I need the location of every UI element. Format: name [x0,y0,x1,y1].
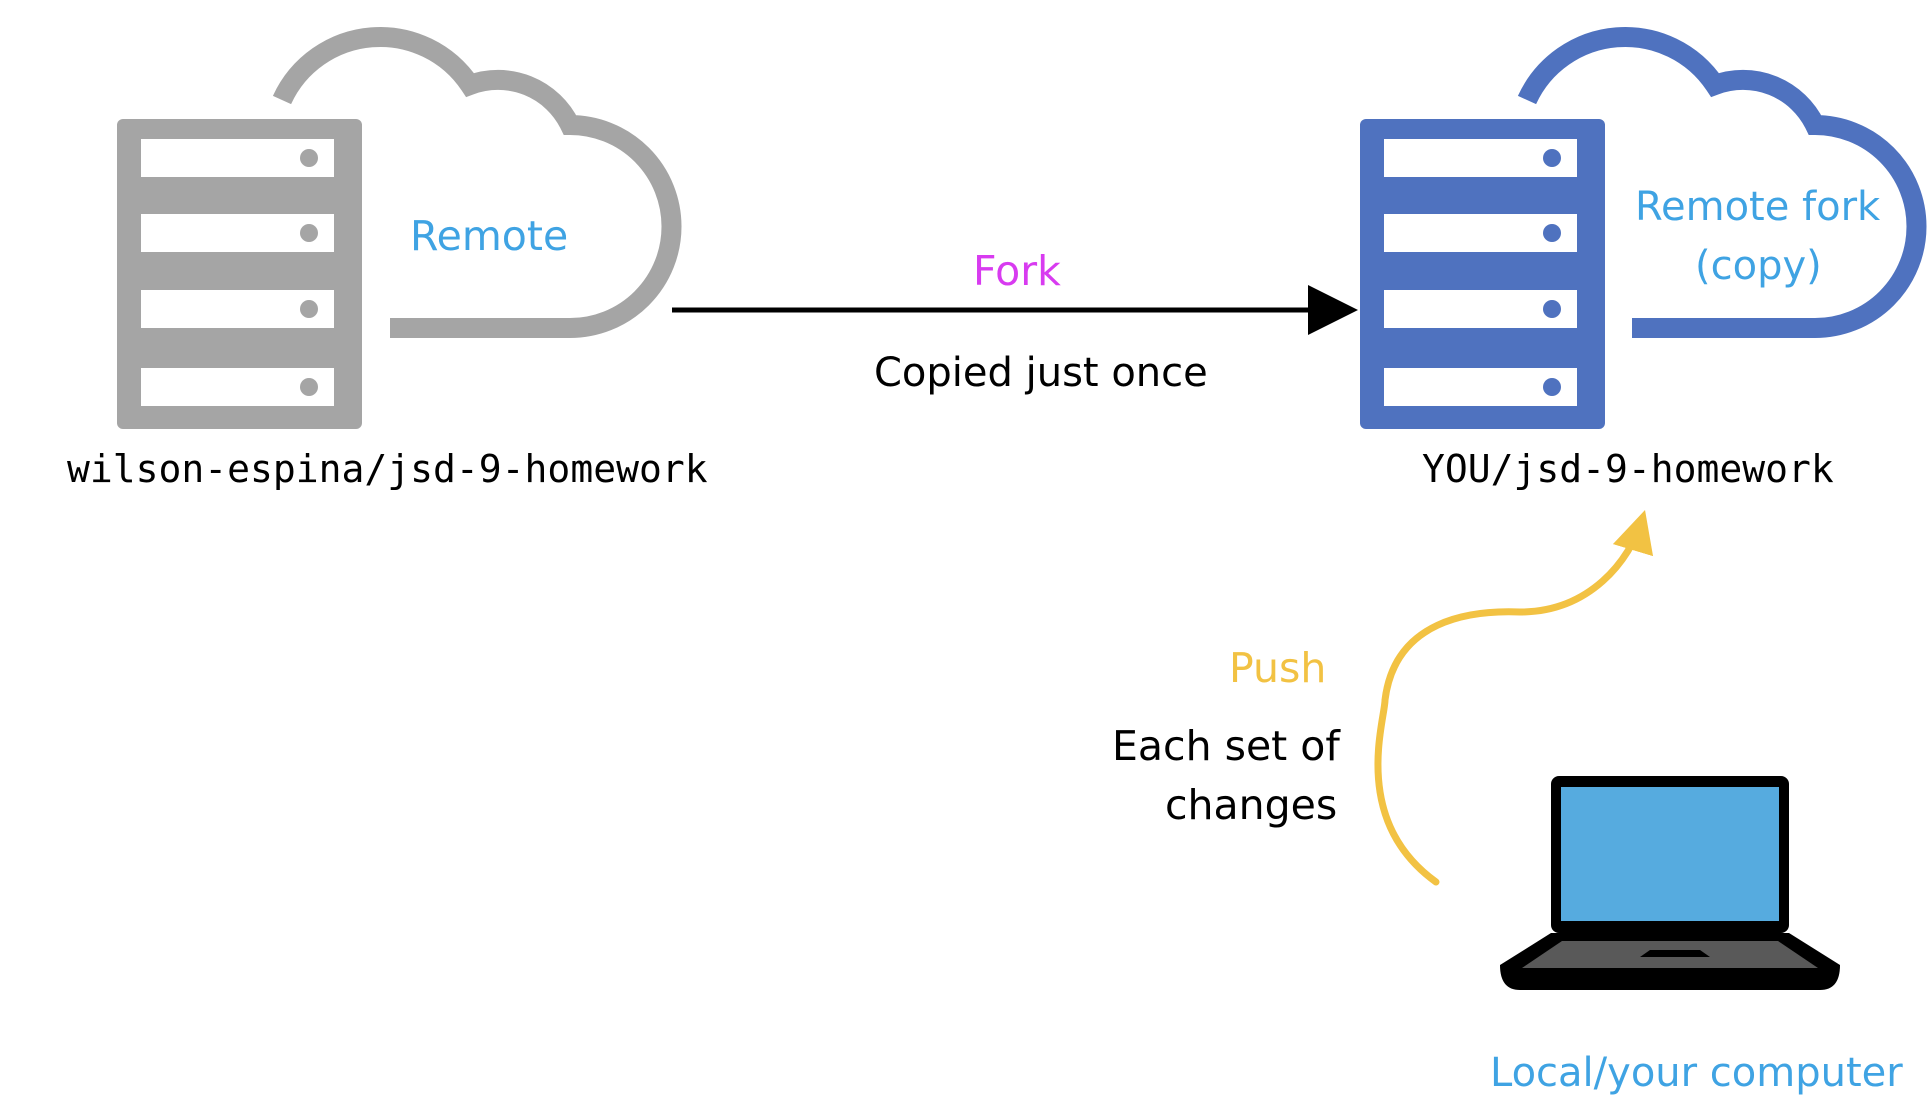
remote-fork-cloud-label-line1: Remote fork [1635,184,1881,230]
laptop-icon [1500,776,1840,990]
push-arrow [1374,509,1654,886]
remote-fork-cloud-label-line2: (copy) [1695,243,1822,289]
local-computer-label: Local/your computer [1490,1050,1903,1096]
cloud-icon [272,27,682,338]
remote-repo-name: wilson-espina/jsd-9-homework [67,447,708,491]
cloud-icon [1517,27,1927,338]
fork-note: Copied just once [874,350,1208,396]
remote-fork-repo-name: YOU/jsd-9-homework [1422,447,1834,491]
push-note-line1: Each set of [1112,722,1340,770]
server-rack-icon [117,119,362,429]
push-note-line2: changes [1165,781,1338,829]
server-rack-icon [1360,119,1605,429]
push-label: Push [1229,644,1327,692]
remote-cloud-label: Remote [410,212,569,260]
fork-label: Fork [973,247,1061,295]
